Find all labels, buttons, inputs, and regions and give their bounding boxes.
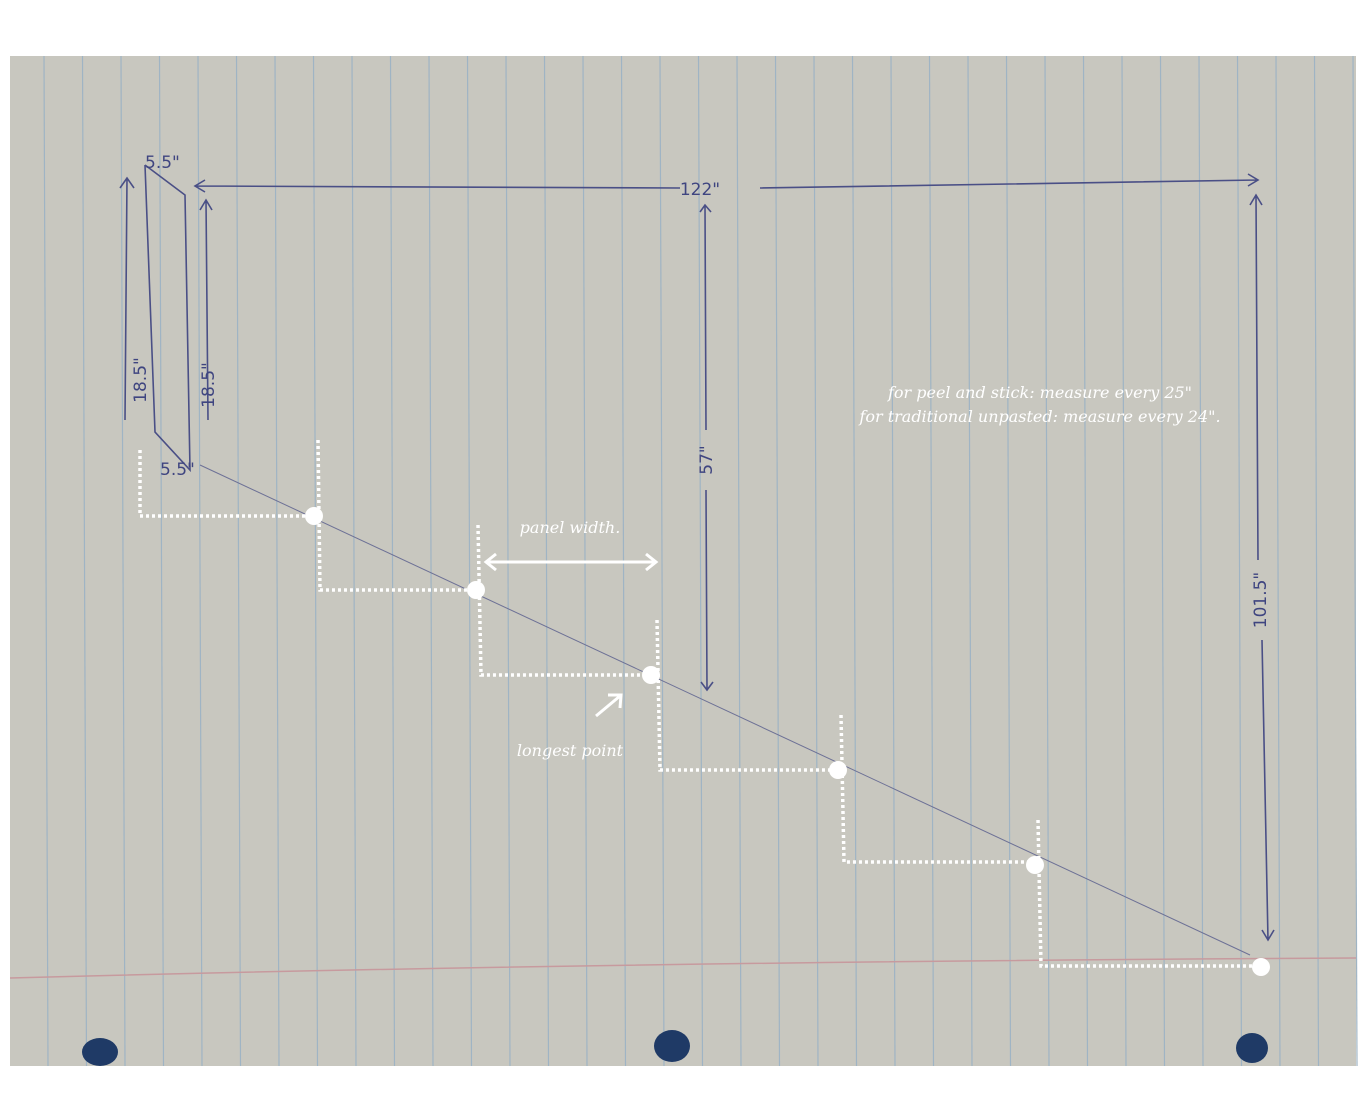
- label-top-width: 122": [680, 180, 720, 200]
- rule-line: [1159, 55, 1166, 1067]
- rule-line: [428, 55, 434, 1067]
- label-top-depth: 5.5": [145, 153, 180, 173]
- rule-line: [1352, 55, 1358, 1067]
- binder-holes: [82, 1030, 1268, 1066]
- rule-line: [697, 55, 704, 1067]
- panel-width-arrow: [483, 552, 659, 572]
- label-left-inner-height: 18.5": [199, 362, 219, 408]
- rule-line: [1082, 55, 1089, 1067]
- label-bottom-depth: 5.5": [160, 460, 195, 480]
- rule-line: [389, 55, 396, 1067]
- rule-line: [890, 55, 896, 1067]
- label-middle-height: 57": [697, 445, 717, 474]
- rule-line: [235, 55, 242, 1067]
- rule-line: [1275, 55, 1281, 1067]
- rule-line: [1236, 55, 1243, 1067]
- note-peel-and-stick: for peel and stick: measure every 25": [887, 383, 1192, 402]
- lined-paper: [10, 56, 1356, 1066]
- rule-line: [274, 55, 280, 1067]
- rule-line: [1313, 55, 1320, 1067]
- label-right-height: 101.5": [1251, 572, 1271, 629]
- rule-line: [1044, 55, 1050, 1067]
- panel-step-guides: [138, 439, 1270, 976]
- label-left-outer-height: 18.5": [131, 357, 151, 403]
- panel-width-label: panel width.: [520, 518, 621, 537]
- rule-line: [120, 55, 126, 1067]
- rule-line: [1005, 55, 1012, 1067]
- rule-line: [851, 55, 858, 1067]
- rule-line: [967, 55, 973, 1067]
- rule-line: [43, 55, 49, 1067]
- rule-line: [351, 55, 357, 1067]
- rule-line: [1121, 55, 1127, 1067]
- rule-line: [928, 55, 935, 1067]
- rule-line: [813, 55, 819, 1067]
- longest-point-label: longest point: [517, 741, 624, 760]
- rule-line: [736, 55, 742, 1067]
- rule-line: [197, 55, 203, 1067]
- rule-line: [774, 55, 781, 1067]
- margin-line: [9, 957, 1357, 979]
- pen-sketch: [119, 164, 1275, 956]
- rule-line: [466, 55, 473, 1067]
- rule-line: [312, 55, 319, 1067]
- rule-line: [659, 55, 665, 1067]
- rule-line: [1198, 55, 1204, 1067]
- note-traditional-unpasted: for traditional unpasted: measure every …: [858, 407, 1220, 426]
- rule-line: [81, 55, 88, 1067]
- longest-point-arrow: [595, 693, 623, 718]
- rule-line: [158, 55, 165, 1067]
